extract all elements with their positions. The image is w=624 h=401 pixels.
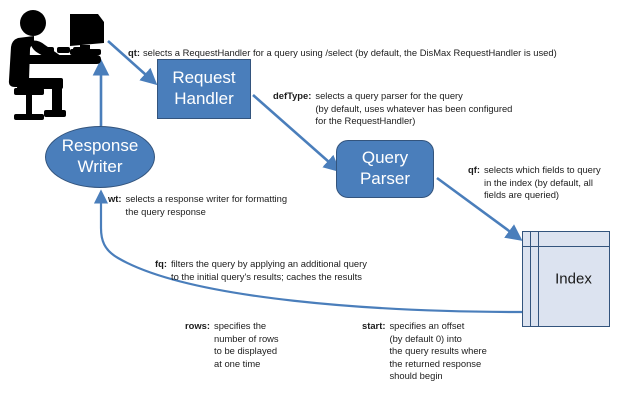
annotation-wt-key: wt: xyxy=(108,193,122,204)
annotation-qf: qf: selects which fields to query in the… xyxy=(468,164,601,202)
node-index[interactable]: Index xyxy=(522,231,610,327)
annotation-start-text: specifies an offset (by default 0) into … xyxy=(389,320,487,382)
node-index-label: Index xyxy=(555,270,592,288)
node-response-writer[interactable]: Response Writer xyxy=(45,126,155,188)
node-request-handler[interactable]: Request Handler xyxy=(157,59,251,119)
annotation-fq-text: filters the query by applying an additio… xyxy=(170,258,367,282)
annotation-rows-key: rows: xyxy=(185,320,211,331)
annotation-wt: wt: selects a response writer for format… xyxy=(108,193,287,218)
node-query-parser[interactable]: Query Parser xyxy=(336,140,434,198)
annotation-start: start: specifies an offset (by default 0… xyxy=(362,320,487,383)
annotation-qf-key: qf: xyxy=(468,164,480,175)
index-divider-left xyxy=(530,232,531,326)
annotation-start-key: start: xyxy=(362,320,386,331)
annotation-fq-key: fq: xyxy=(155,258,167,269)
annotation-fq: fq: filters the query by applying an add… xyxy=(155,258,367,283)
annotation-wt-text: selects a response writer for formatting… xyxy=(125,193,288,217)
annotation-qf-text: selects which fields to query in the ind… xyxy=(483,164,601,201)
node-response-writer-label: Response Writer xyxy=(61,136,139,176)
annotation-deftype: defType: selects a query parser for the … xyxy=(273,90,512,128)
annotation-rows: rows: specifies the number of rows to be… xyxy=(185,320,279,370)
node-request-handler-label: Request Handler xyxy=(172,68,236,108)
annotation-qt-key: qt: xyxy=(128,46,140,58)
node-query-parser-label: Query Parser xyxy=(359,148,411,188)
annotation-deftype-key: defType: xyxy=(273,90,312,101)
annotation-qt-text: selects a RequestHandler for a query usi… xyxy=(142,46,557,58)
annotation-deftype-text: selects a query parser for the query (by… xyxy=(315,90,513,127)
index-divider-inner xyxy=(538,232,539,326)
annotation-qt: qt:selects a RequestHandler for a query … xyxy=(128,34,557,59)
annotation-rows-text: specifies the number of rows to be displ… xyxy=(214,320,279,369)
index-divider-top xyxy=(523,246,609,247)
